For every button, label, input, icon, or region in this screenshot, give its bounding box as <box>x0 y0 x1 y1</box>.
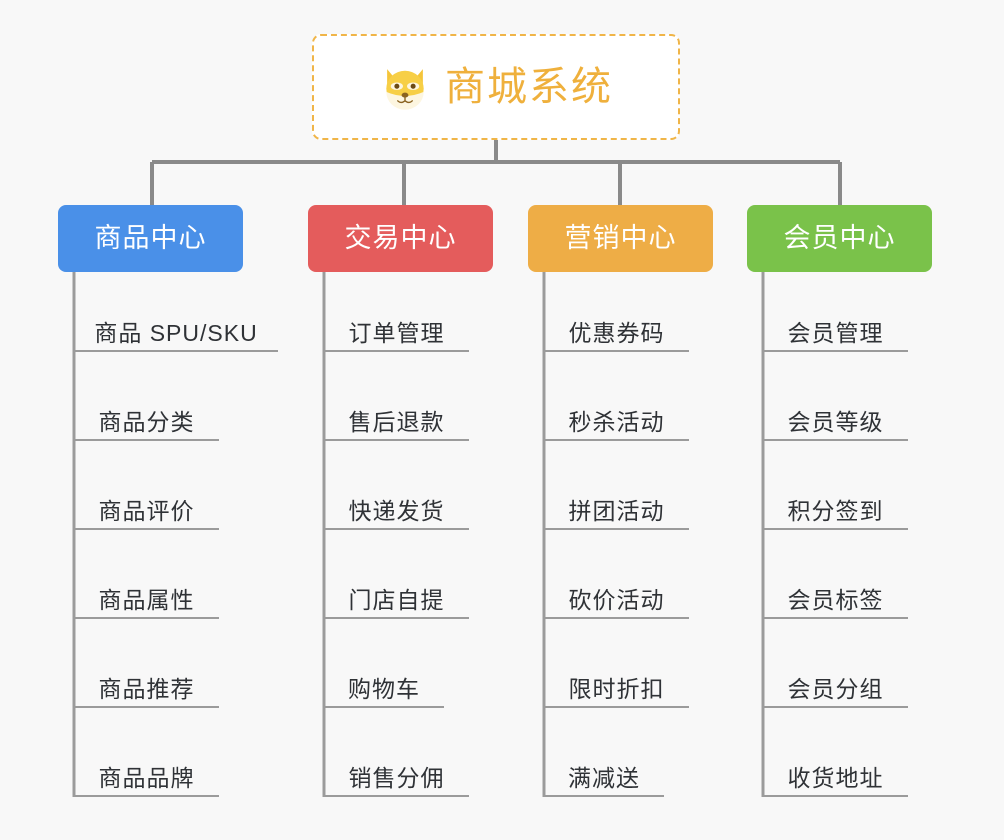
category-label: 交易中心 <box>344 223 457 253</box>
leaf-item-label: 积分签到 <box>787 497 884 524</box>
leaf-item[interactable]: 商品分类 <box>74 389 219 441</box>
leaf-item-label: 售后退款 <box>348 408 445 435</box>
leaf-item[interactable]: 购物车 <box>324 656 444 708</box>
leaf-item[interactable]: 销售分佣 <box>324 745 469 797</box>
leaf-item-label: 商品推荐 <box>98 675 195 702</box>
leaf-item[interactable]: 限时折扣 <box>544 656 689 708</box>
leaf-item-label: 快递发货 <box>348 497 445 524</box>
leaf-item-label: 满减送 <box>568 764 640 791</box>
leaf-item[interactable]: 门店自提 <box>324 567 469 619</box>
category-box-4[interactable]: 会员中心 <box>747 205 932 272</box>
leaf-item-label: 拼团活动 <box>568 497 665 524</box>
leaf-item[interactable]: 商品评价 <box>74 478 219 530</box>
leaf-item[interactable]: 砍价活动 <box>544 567 689 619</box>
leaf-item[interactable]: 会员分组 <box>763 656 908 708</box>
leaf-item-label: 购物车 <box>348 675 420 702</box>
leaf-item-label: 优惠券码 <box>568 319 665 346</box>
leaf-item[interactable]: 拼团活动 <box>544 478 689 530</box>
leaf-item-label: 商品 SPU/SKU <box>94 319 258 346</box>
leaf-item[interactable]: 售后退款 <box>324 389 469 441</box>
shiba-dog-face-icon <box>386 69 424 110</box>
leaf-item[interactable]: 会员等级 <box>763 389 908 441</box>
leaf-item-label: 门店自提 <box>348 586 445 613</box>
leaf-item[interactable]: 优惠券码 <box>544 300 689 352</box>
leaf-item[interactable]: 积分签到 <box>763 478 908 530</box>
category-box-2[interactable]: 交易中心 <box>308 205 493 272</box>
leaf-item[interactable]: 满减送 <box>544 745 664 797</box>
leaf-item-label: 商品品牌 <box>98 764 195 791</box>
leaf-item[interactable]: 订单管理 <box>324 300 469 352</box>
leaf-item-label: 会员管理 <box>787 319 884 346</box>
leaf-item[interactable]: 商品 SPU/SKU <box>74 300 278 352</box>
category-box-1[interactable]: 商品中心 <box>58 205 243 272</box>
leaf-item-label: 限时折扣 <box>568 675 665 702</box>
leaf-item-label: 商品评价 <box>98 497 195 524</box>
category-label: 营销中心 <box>564 223 677 253</box>
root-title: 商城系统 <box>445 65 613 109</box>
leaf-item[interactable]: 会员管理 <box>763 300 908 352</box>
leaf-item-label: 秒杀活动 <box>568 408 665 435</box>
leaf-item-label: 商品分类 <box>98 408 195 435</box>
leaf-item-label: 商品属性 <box>98 586 195 613</box>
leaf-item[interactable]: 会员标签 <box>763 567 908 619</box>
leaf-item[interactable]: 商品推荐 <box>74 656 219 708</box>
leaf-item[interactable]: 秒杀活动 <box>544 389 689 441</box>
leaf-item-label: 订单管理 <box>348 319 445 346</box>
category-label: 商品中心 <box>94 223 207 253</box>
leaf-item-label: 砍价活动 <box>568 586 665 613</box>
leaf-item-label: 会员分组 <box>787 675 884 702</box>
leaf-item-label: 会员标签 <box>787 586 884 613</box>
leaf-item-label: 会员等级 <box>787 408 884 435</box>
leaf-item[interactable]: 收货地址 <box>763 745 908 797</box>
leaf-item[interactable]: 商品品牌 <box>74 745 219 797</box>
category-label: 会员中心 <box>783 223 896 253</box>
category-box-3[interactable]: 营销中心 <box>528 205 713 272</box>
leaf-item[interactable]: 商品属性 <box>74 567 219 619</box>
root-node[interactable]: 商城系统 <box>312 34 680 140</box>
leaf-item[interactable]: 快递发货 <box>324 478 469 530</box>
leaf-item-label: 销售分佣 <box>348 764 445 791</box>
leaf-item-label: 收货地址 <box>787 764 884 791</box>
